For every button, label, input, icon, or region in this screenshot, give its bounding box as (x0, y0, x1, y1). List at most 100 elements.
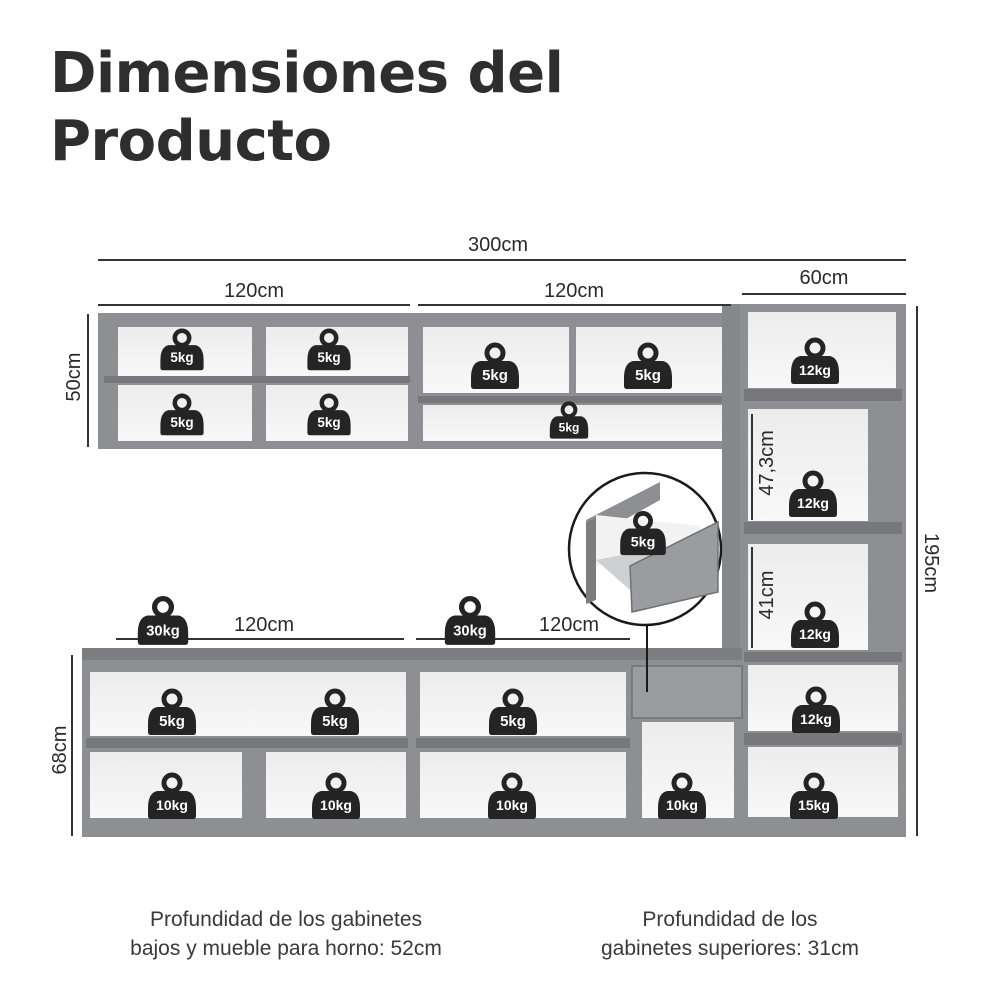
shelf (86, 738, 408, 748)
weight-marker: 12kg (791, 337, 839, 384)
kettlebell-icon (620, 528, 666, 556)
dim-tower-lower-gap: 41cm (756, 571, 778, 620)
weight-label: 12kg (799, 362, 831, 378)
kettlebell-icon (148, 707, 196, 735)
kettlebell-icon (307, 410, 351, 436)
weight-marker: 12kg (792, 686, 840, 733)
kettlebell-icon (471, 361, 519, 389)
shelf (744, 652, 902, 662)
kettlebell-icon (160, 410, 204, 436)
weight-label: 10kg (666, 797, 698, 813)
weight-marker: 5kg (620, 510, 666, 556)
kettlebell-icon (791, 356, 839, 384)
kettlebell-icon (312, 791, 360, 819)
weight-marker: 5kg (307, 328, 351, 371)
kettlebell-handle (458, 596, 482, 619)
kettlebell-icon (658, 791, 706, 819)
kettlebell-icon (488, 791, 536, 819)
weight-marker: 5kg (489, 688, 537, 735)
kettlebell-icon (311, 707, 359, 735)
lower-depth-note: Profundidad de los gabinetes bajos y mue… (100, 905, 472, 963)
countertop (82, 648, 742, 660)
upper-depth-note: Profundidad de los gabinetes superiores:… (570, 905, 890, 963)
dim-total-width: 300cm (468, 234, 528, 256)
weight-label: 5kg (170, 415, 193, 430)
weight-label: 5kg (482, 367, 508, 384)
kettlebell-icon (160, 345, 204, 371)
weight-marker: 5kg (471, 342, 519, 389)
weight-marker: 10kg (658, 772, 706, 819)
drawer-carcass-side (586, 518, 596, 604)
upper-depth-line-1: Profundidad de los (642, 908, 818, 931)
weight-marker: 12kg (789, 470, 837, 517)
weight-marker: 10kg (148, 772, 196, 819)
weight-label: 10kg (320, 797, 352, 813)
dim-lower-mid-width: 120cm (539, 614, 599, 636)
kettlebell-icon (307, 345, 351, 371)
weight-marker: 5kg (624, 342, 672, 389)
kettlebell-handle (151, 596, 175, 619)
weight-marker: 5kg (311, 688, 359, 735)
dim-tower-upper-gap: 47,3cm (756, 430, 778, 496)
lower-depth-line-2: bajos y mueble para horno: 52cm (130, 937, 442, 960)
dim-tower-width: 60cm (800, 267, 849, 289)
kettlebell-icon (792, 705, 840, 733)
weight-label: 5kg (159, 713, 185, 730)
weight-label: 5kg (322, 713, 348, 730)
dim-upper-mid-width: 120cm (544, 280, 604, 302)
shelf (104, 376, 410, 383)
kettlebell-icon (791, 620, 839, 648)
upper-depth-line-2: gabinetes superiores: 31cm (601, 937, 859, 960)
dim-lower-left-width: 120cm (234, 614, 294, 636)
dim-upper-height: 50cm (63, 353, 85, 402)
shelf (744, 522, 902, 534)
kettlebell-icon (137, 615, 189, 645)
weight-marker: 15kg (790, 772, 838, 819)
drawer-front-detail (629, 520, 719, 613)
kettlebell-icon (789, 489, 837, 517)
dim-upper-left-width: 120cm (224, 280, 284, 302)
shelf (744, 389, 902, 401)
weight-label: 5kg (317, 350, 340, 365)
weight-marker: 5kg (549, 401, 589, 439)
kettlebell-handle (560, 401, 578, 419)
weight-label: 5kg (170, 350, 193, 365)
weight-marker: 5kg (160, 393, 204, 436)
weight-label: 12kg (797, 495, 829, 511)
lower-depth-line-1: Profundidad de los gabinetes (149, 908, 423, 931)
title-line-1: Dimensiones del (50, 41, 564, 106)
upper-left-cabinet (98, 313, 414, 449)
weight-marker: 5kg (160, 328, 204, 371)
weight-label: 10kg (156, 797, 188, 813)
weight-label: 5kg (559, 420, 580, 434)
weight-label: 5kg (500, 713, 526, 730)
kettlebell-handle (172, 393, 192, 413)
kettlebell-icon (549, 416, 589, 439)
weight-label: 10kg (496, 797, 528, 813)
weight-marker: 10kg (488, 772, 536, 819)
weight-label: 5kg (631, 535, 656, 551)
kettlebell-handle (172, 328, 192, 348)
weight-marker: 12kg (791, 601, 839, 648)
dim-tower-height: 195cm (920, 533, 942, 593)
kettlebell-icon (444, 615, 496, 645)
kettlebell-icon (624, 361, 672, 389)
page-title: Dimensiones del Producto (50, 40, 564, 176)
weight-label: 15kg (798, 797, 830, 813)
lower-left-cabinet (82, 660, 412, 837)
weight-label: 5kg (635, 367, 661, 384)
weight-label: 30kg (146, 623, 179, 639)
kettlebell-icon (148, 791, 196, 819)
weight-marker: 10kg (312, 772, 360, 819)
shelf (418, 396, 728, 403)
kettlebell-icon (489, 707, 537, 735)
weight-marker: 5kg (148, 688, 196, 735)
kettlebell-handle (319, 393, 339, 413)
shelf (416, 738, 630, 748)
drawer-front (631, 665, 743, 719)
weight-label: 12kg (799, 626, 831, 642)
weight-label: 5kg (317, 415, 340, 430)
title-line-2: Producto (50, 109, 332, 174)
weight-marker: 5kg (307, 393, 351, 436)
